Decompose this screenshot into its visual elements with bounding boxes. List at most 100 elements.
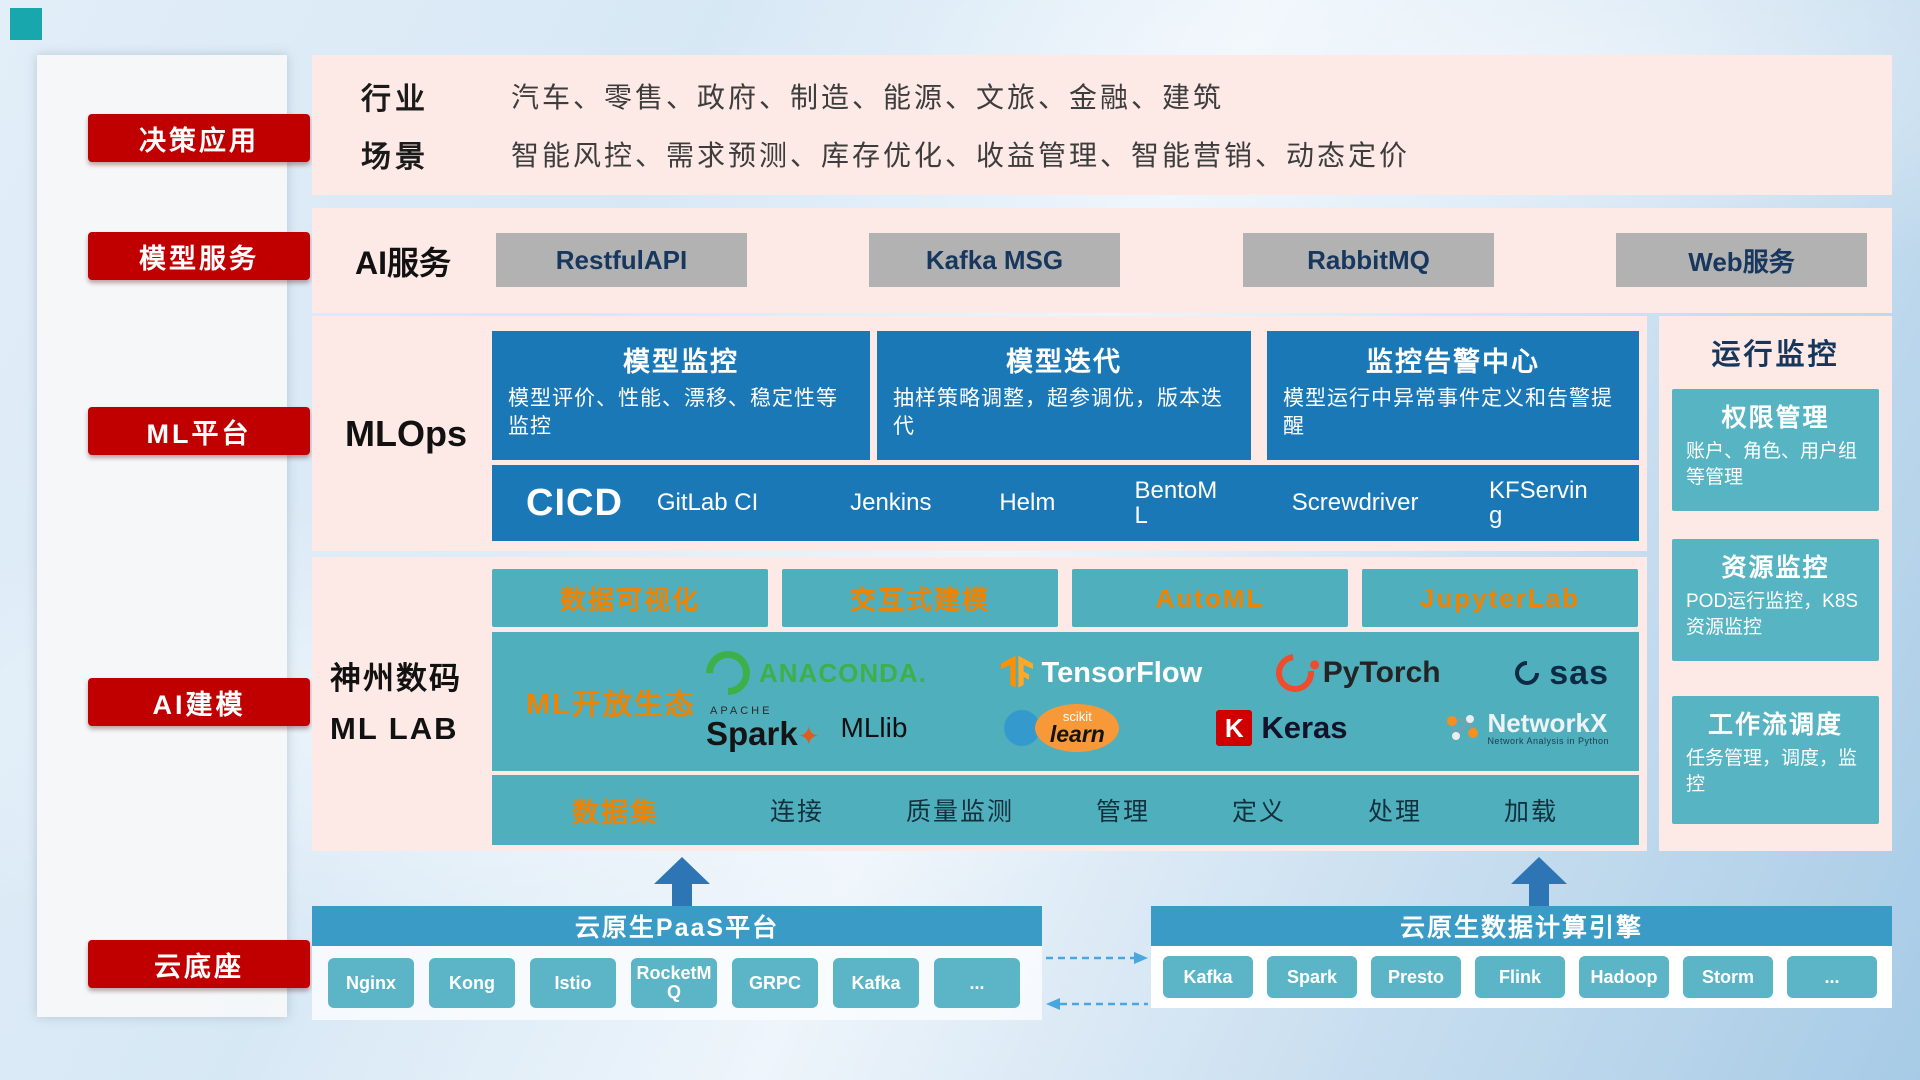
spark-icon: APACHE Spark✦ [706,705,820,752]
paas-item-istio: Istio [530,958,616,1008]
ml-ecosystem-logos: ANACONDA. TensorFlow PyTorch [696,641,1639,752]
sidebar: 决策应用 模型服务 ML平台 AI建模 云底座 [37,55,310,1017]
networkx-subtitle: Network Analysis in Python [1487,736,1609,747]
pytorch-logo: PyTorch [1268,646,1441,700]
mllab-button-data-viz: 数据可视化 [492,569,768,627]
keras-text: Keras [1261,710,1348,745]
paas-item-nginx: Nginx [328,958,414,1008]
card-desc: 抽样策略调整，超参调优，版本迭代 [893,387,1223,439]
dataset-item-manage: 管理 [1095,798,1150,826]
ai-service-label: AI服务 [355,244,452,281]
paas-item-more: ... [934,958,1020,1008]
scikit-learn-blob: scikit learn [1035,704,1120,752]
engine-item-spark: Spark [1267,956,1357,998]
card-desc: POD运行监控，K8S资源监控 [1686,591,1859,638]
cicd-tool-helm: Helm [999,489,1056,517]
paas-item-kafka: Kafka [833,958,919,1008]
ai-service-button-kafka-msg: Kafka MSG [869,233,1120,287]
mllab-name-line1: 神州数码 [330,661,462,697]
card-desc: 模型运行中异常事件定义和告警提醒 [1283,387,1613,439]
monitoring-title: 运行监控 [1711,339,1840,371]
ai-service-button-rabbitmq: RabbitMQ [1243,233,1494,287]
paas-item-rocketmq: RocketMQ [631,958,717,1008]
anaconda-icon [696,641,760,705]
card-title: 权限管理 [1721,404,1830,432]
industry-row: 行业 汽车、零售、政府、制造、能源、文旅、金融、建筑 [312,74,1892,118]
card-desc: 任务管理，调度，监控 [1686,748,1858,795]
engine-item-flink: Flink [1475,956,1565,998]
dataset-label: 数据集 [572,797,659,828]
sas-icon [1515,661,1540,685]
tensorflow-text: TensorFlow [1041,656,1203,689]
sidebar-item-ml-platform: ML平台 [88,407,310,455]
card-desc: 账户、角色、用户组等管理 [1686,441,1858,488]
logo-row-1: ANACONDA. TensorFlow PyTorch [696,641,1609,705]
ml-ecosystem-panel: ML开放生态 ANACONDA. TensorFlow [492,632,1639,771]
spark-star-icon: ✦ [797,721,820,751]
learn-text: learn [1049,721,1105,747]
networkx-icon [1447,714,1479,740]
monitoring-card-workflow: 工作流调度 任务管理，调度，监控 [1672,696,1879,824]
engine-item-more: ... [1787,956,1877,998]
tensorflow-icon [1000,655,1033,688]
scene-value: 智能风控、需求预测、库存优化、收益管理、智能营销、动态定价 [511,139,1411,171]
sidebar-item-decision-apps: 决策应用 [88,114,310,162]
slide-corner-decoration [10,8,42,40]
up-arrow-icon [1511,857,1567,906]
sidebar-item-cloud-base: 云底座 [88,940,310,988]
dataset-item-quality: 质量监测 [905,798,1014,826]
card-title: 监控告警中心 [1366,347,1540,377]
cicd-tool-jenkins: Jenkins [850,489,932,517]
spark-apache-text: APACHE [710,705,773,717]
ai-service-button-web: Web服务 [1616,233,1867,287]
card-title: 资源监控 [1721,554,1830,582]
anaconda-logo: ANACONDA. [696,641,927,705]
networkx-logo: NetworkX Network Analysis in Python [1444,709,1609,747]
mlops-card-alert-center: 监控告警中心 模型运行中异常事件定义和告警提醒 [1267,331,1639,460]
industry-value: 汽车、零售、政府、制造、能源、文旅、金融、建筑 [511,82,1225,114]
cicd-bar: CICD GitLab CI Jenkins Helm BentoML Scre… [492,465,1639,541]
ai-service-panel: AI服务 RestfulAPI Kafka MSG RabbitMQ Web服务 [312,208,1892,313]
dataset-item-process: 处理 [1367,798,1422,826]
monitoring-panel: 运行监控 权限管理 账户、角色、用户组等管理 资源监控 POD运行监控，K8S资… [1659,316,1892,851]
mllab-name-line2: ML LAB [330,711,459,746]
mllab-button-automl: AutoML [1072,569,1348,627]
card-desc: 模型评价、性能、漂移、稳定性等监控 [508,387,838,439]
scikit-learn-logo: scikit learn [1004,704,1120,752]
mlops-card-model-monitoring: 模型监控 模型评价、性能、漂移、稳定性等监控 [492,331,870,460]
cicd-tool-gitlab-ci: GitLab CI [656,489,759,517]
spark-text: Spark [706,715,798,752]
monitoring-card-resources: 资源监控 POD运行监控，K8S资源监控 [1672,539,1879,661]
engine-item-hadoop: Hadoop [1579,956,1669,998]
paas-header: 云原生PaaS平台 [312,906,1042,946]
up-arrow-icon [654,857,710,906]
sas-logo: sas [1514,654,1609,693]
application-layer-panel: 行业 汽车、零售、政府、制造、能源、文旅、金融、建筑 场景 智能风控、需求预测、… [312,55,1892,195]
sidebar-item-ai-modeling: AI建模 [88,678,310,726]
dashed-arrow-right-icon [1046,952,1148,964]
networkx-text: NetworkX [1487,707,1608,738]
mlops-card-model-iteration: 模型迭代 抽样策略调整，超参调优，版本迭代 [877,331,1251,460]
mlops-panel: MLOps 模型监控 模型评价、性能、漂移、稳定性等监控 模型迭代 抽样策略调整… [312,316,1647,551]
industry-label: 行业 [361,83,429,117]
sidebar-item-model-service: 模型服务 [88,232,310,280]
logo-row-2: APACHE Spark✦ MLlib scikit learn K [706,704,1609,752]
data-engine-header: 云原生数据计算引擎 [1151,906,1892,946]
data-engine-buttons: Kafka Spark Presto Flink Hadoop Storm ..… [1151,946,1892,1008]
mllab-button-jupyterlab: JupyterLab [1362,569,1638,627]
scene-row: 场景 智能风控、需求预测、库存优化、收益管理、智能营销、动态定价 [312,132,1892,176]
cicd-tool-bentoml: BentoML [1134,476,1218,529]
ai-service-button-restfulapi: RestfulAPI [496,233,747,287]
dashed-arrow-left-icon [1046,998,1148,1010]
cicd-label: CICD [526,481,623,524]
card-title: 模型迭代 [1006,347,1122,377]
paas-item-kong: Kong [429,958,515,1008]
cicd-tools: GitLab CI Jenkins Helm BentoML Screwdriv… [656,476,1639,529]
dataset-item-connect: 连接 [769,798,824,826]
dataset-bar: 数据集 连接 质量监测 管理 定义 处理 加载 [492,775,1639,845]
engine-item-storm: Storm [1683,956,1773,998]
mlops-label: MLOps [345,412,467,454]
scene-label: 场景 [361,140,429,174]
cicd-tool-kfserving: KFServing [1488,476,1588,529]
